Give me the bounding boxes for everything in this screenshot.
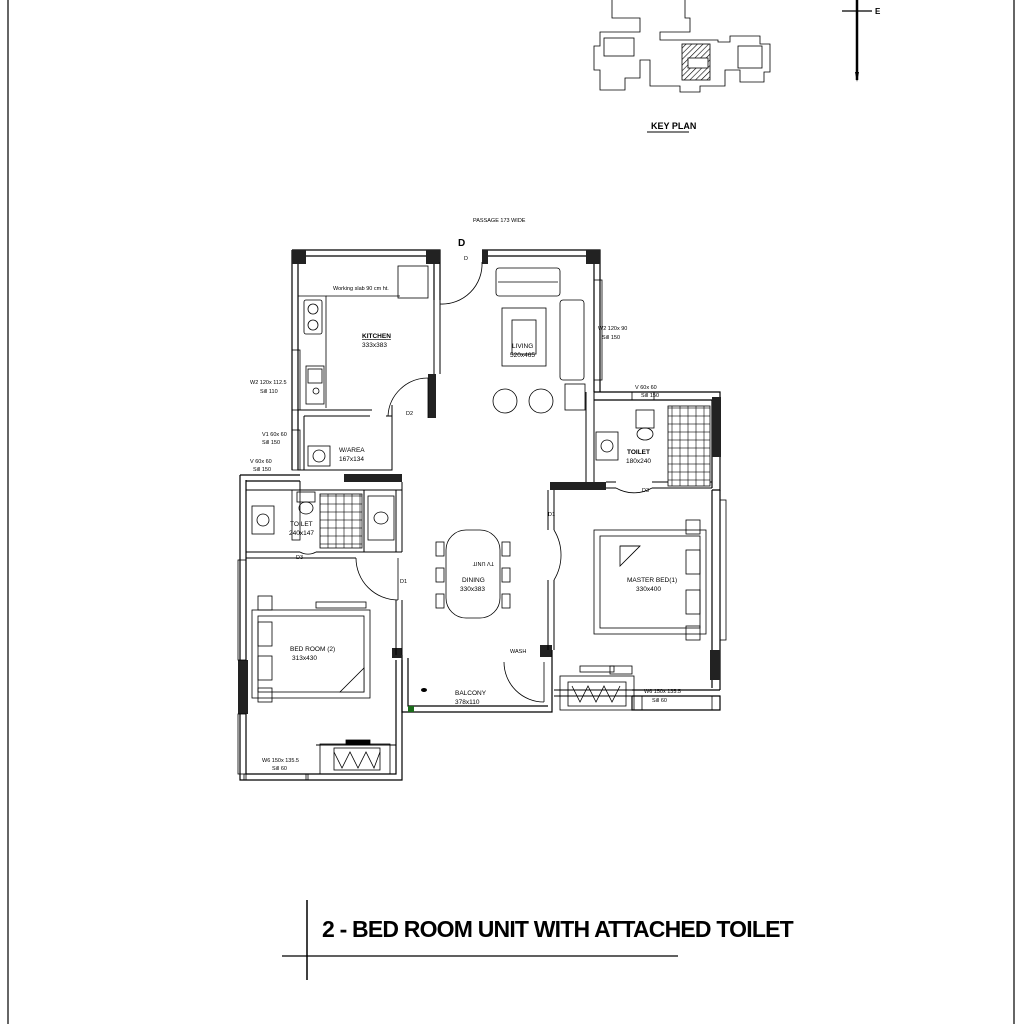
master-toilet-size: 180x240 xyxy=(626,458,651,465)
w6-bottom-note: W6 150x 135.5 xyxy=(262,758,299,764)
w2-right-note: W2 120x 90 xyxy=(598,326,627,332)
w6-right-sill: Sill 60 xyxy=(652,698,667,704)
compass-east-label: E xyxy=(875,7,881,16)
structural-columns xyxy=(238,250,721,714)
door-tag-d3-master: D3 xyxy=(642,488,649,494)
key-plan-label: KEY PLAN xyxy=(651,121,696,131)
bedroom2-furniture xyxy=(251,595,371,703)
kitchen-size: 333x383 xyxy=(362,342,387,349)
door-tag-d1-bed2: D1 xyxy=(400,579,407,585)
master-toilet-name: TOILET xyxy=(627,449,650,456)
balcony-name: BALCONY xyxy=(455,690,487,697)
v-right-sill: Sill 150 xyxy=(641,393,659,399)
balcony-plant-icon xyxy=(421,688,427,692)
kitchen-name: KITCHEN xyxy=(362,333,391,340)
bed2-bottom-window xyxy=(319,739,391,775)
working-slab-note: Working slab 90 cm ht. xyxy=(333,286,389,292)
balcony-size: 378x110 xyxy=(455,699,480,706)
bedroom2-name: BED ROOM (2) xyxy=(290,646,335,653)
living-furniture xyxy=(492,267,586,414)
bed2-toilet-fixtures xyxy=(251,491,395,549)
door-tag-d2: D2 xyxy=(406,411,413,417)
drawing-title: 2 - BED ROOM UNIT WITH ATTACHED TOILET xyxy=(322,916,794,942)
dining-furniture xyxy=(435,529,511,619)
door-swings xyxy=(299,261,653,703)
north-arrow-icon xyxy=(842,0,872,82)
w6-bottom-sill: Sill 60 xyxy=(272,766,287,772)
key-plan xyxy=(593,0,771,93)
dining-size: 330x383 xyxy=(460,586,485,593)
door-tag-d3-bed2: D3 xyxy=(296,555,303,561)
v-left-note: V 60x 60 xyxy=(250,459,272,465)
w-area-name: W/AREA xyxy=(339,447,365,454)
kitchen-fixtures xyxy=(298,265,429,467)
w2-left-sill: Sill 110 xyxy=(260,389,278,395)
w2-right-sill: Sill 150 xyxy=(602,335,620,341)
bed2-toilet-name: TOILET xyxy=(290,521,313,528)
living-size: 520x465 xyxy=(510,352,535,359)
v-right-note: V 60x 60 xyxy=(635,385,657,391)
v1-note: V1 60x 60 xyxy=(262,432,287,438)
master-bottom-window xyxy=(559,665,635,711)
w6-right-note: W6 150x 135.5 xyxy=(644,689,681,695)
windows xyxy=(237,279,727,781)
bedroom2-size: 313x430 xyxy=(292,655,317,662)
master-bed-furniture xyxy=(593,519,707,675)
v1-sill: Sill 150 xyxy=(262,440,280,446)
door-tag-d1-master: D1 xyxy=(548,512,555,518)
tv-unit-note: TV UNIT xyxy=(472,560,494,566)
dining-name: DINING xyxy=(462,577,485,584)
balcony-door-note: WASH xyxy=(510,649,526,655)
w2-left-note: W2 120x 112.5 xyxy=(250,380,287,386)
living-name: LIVING xyxy=(512,343,533,350)
passage-label: PASSAGE 173 WIDE xyxy=(473,218,526,224)
entrance-door-tag: D xyxy=(458,238,465,249)
master-bed-name: MASTER BED(1) xyxy=(627,577,677,584)
v-left-sill: Sill 150 xyxy=(253,467,271,473)
master-toilet-fixtures xyxy=(595,405,711,487)
master-bed-size: 330x400 xyxy=(636,586,661,593)
balcony-drain-icon xyxy=(408,706,414,712)
w-area-size: 167x134 xyxy=(339,456,364,463)
bed2-toilet-size: 240x147 xyxy=(289,530,314,537)
interior-walls xyxy=(246,300,712,746)
entrance-door-small-tag: D xyxy=(464,256,468,262)
